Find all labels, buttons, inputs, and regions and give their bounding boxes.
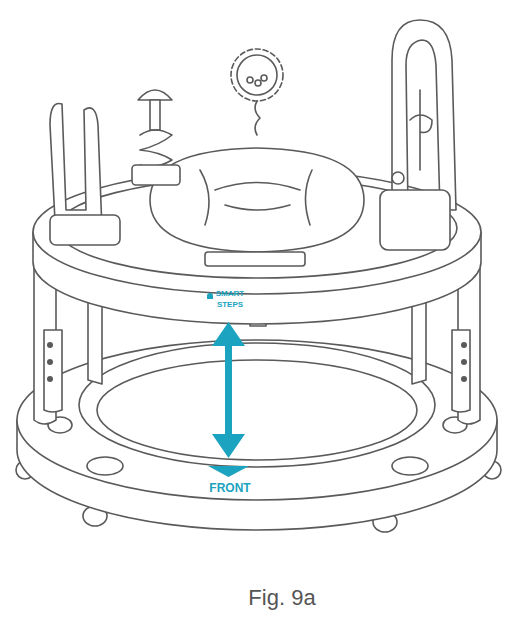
arch-toy: [392, 20, 456, 210]
seat-folds: [200, 170, 312, 225]
leg-slider: [452, 330, 470, 412]
leg-slider: [44, 330, 62, 412]
foot-pad: [87, 457, 123, 475]
spiral: [140, 130, 172, 167]
arch-detail: [410, 90, 432, 170]
figure-caption: Fig. 9a: [248, 587, 315, 609]
gear-toy: [231, 49, 283, 101]
arrow-head: [212, 322, 245, 346]
logo-text: STEPS: [217, 301, 243, 309]
logo-bulb: [207, 293, 213, 299]
base-floor: [97, 360, 417, 460]
mushroom-stem: [150, 100, 160, 130]
knob: [392, 172, 404, 184]
front-marker: [208, 466, 249, 477]
arrow-shaft: [225, 336, 232, 442]
seat-front: [205, 252, 305, 266]
base-opening: [79, 343, 435, 467]
spring: [255, 101, 260, 135]
logo-text: SMART: [216, 290, 244, 298]
right-toy-block: [380, 190, 450, 250]
spinner-base: [132, 165, 180, 185]
seat-cushion: [150, 148, 364, 252]
arrow-head: [212, 434, 245, 458]
direction-label: FRONT: [209, 482, 250, 494]
left-toy-base: [50, 215, 120, 245]
mushroom-cap: [138, 90, 172, 100]
foot-pad: [392, 457, 428, 475]
gear-face: [237, 55, 277, 95]
